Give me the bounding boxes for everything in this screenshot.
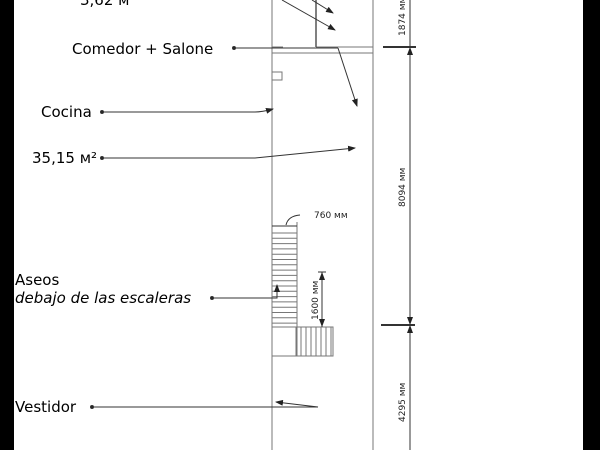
comedor-label: Comedor + Salone <box>72 40 213 58</box>
aseos-label: Aseos <box>15 271 59 289</box>
aseos-sub-label: debajo de las escaleras <box>15 289 191 307</box>
sheet <box>14 0 583 450</box>
staircase <box>271 222 334 357</box>
dimension-stair-width: 760 мм <box>314 211 348 221</box>
dimension-stair-run: 1600 мм <box>311 281 321 320</box>
dimension-top: 1874 мм <box>398 0 408 36</box>
area-top-label: 3,62 м² <box>80 0 136 9</box>
vestidor-label: Vestidor <box>15 398 77 416</box>
cocina-label: Cocina <box>41 103 92 121</box>
area-main-label: 35,15 м² <box>32 149 97 167</box>
dimension-middle: 8094 мм <box>398 168 408 207</box>
dimension-bottom: 4295 мм <box>398 383 408 422</box>
dimension-lines <box>272 0 416 450</box>
walls <box>271 0 374 450</box>
leader-lines <box>90 0 358 409</box>
